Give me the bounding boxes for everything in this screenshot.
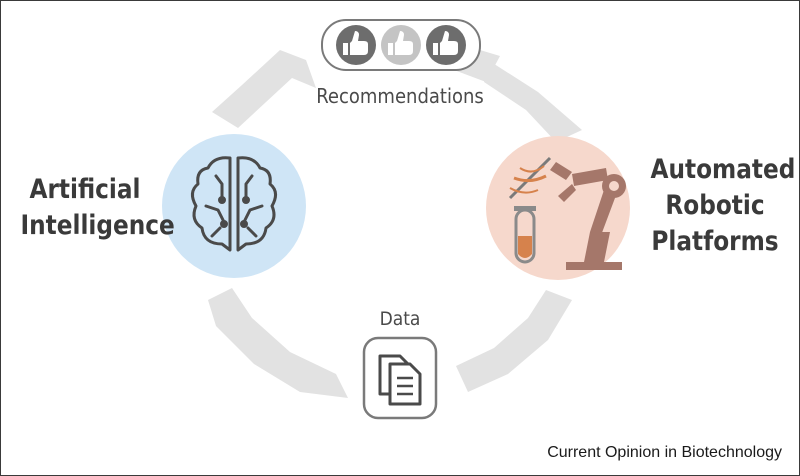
robotic-node bbox=[486, 136, 630, 280]
ai-label: Artificial Intelligence bbox=[20, 172, 175, 244]
robotic-label-line1: Automated bbox=[650, 154, 796, 185]
thumbs-up-icon bbox=[381, 25, 421, 65]
robotic-label: Automated Robotic Platforms bbox=[650, 152, 796, 260]
robot-arm-test-tube-dna-icon bbox=[508, 156, 626, 270]
ai-node bbox=[162, 134, 306, 278]
data-badge bbox=[362, 336, 438, 420]
cycle-ring bbox=[208, 44, 582, 398]
arrow-segment-lower-left bbox=[208, 288, 348, 398]
recommendations-badge bbox=[321, 19, 481, 71]
thumbs-up-icon bbox=[426, 25, 466, 65]
ai-label-line2: Intelligence bbox=[20, 210, 175, 241]
journal-credit: Current Opinion in Biotechnology bbox=[547, 444, 782, 461]
ai-circle bbox=[162, 134, 306, 278]
thumbs-up-icon bbox=[336, 25, 376, 65]
arrow-segment-upper-right bbox=[484, 60, 582, 142]
documents-icon bbox=[378, 354, 422, 406]
robotic-label-line2: Robotic bbox=[665, 190, 765, 221]
brain-circuit-icon bbox=[191, 156, 277, 252]
arrow-segment-upper-left bbox=[212, 50, 316, 128]
ai-label-line1: Artificial bbox=[29, 174, 141, 205]
data-label: Data bbox=[379, 308, 421, 330]
recommendations-label: Recommendations bbox=[316, 84, 484, 108]
robotic-label-line3: Platforms bbox=[651, 226, 779, 257]
arrow-segment-lower-right bbox=[456, 290, 572, 392]
